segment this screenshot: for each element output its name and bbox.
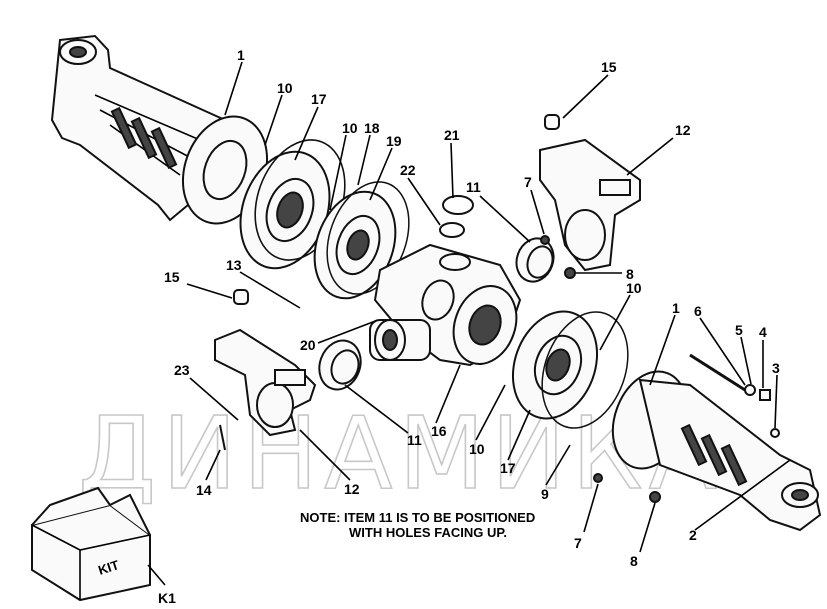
- callout-19: 19: [386, 133, 402, 149]
- mounting-bracket-12-upper: [539, 138, 641, 272]
- washer-3: [770, 428, 780, 438]
- seal-21: [442, 195, 474, 215]
- note-line-2: WITH HOLES FACING UP.: [349, 525, 507, 540]
- callout-15: 15: [164, 269, 180, 285]
- kit-box-label: KIT: [96, 557, 121, 578]
- nut-8-upper: [564, 267, 576, 279]
- kit-box: KIT: [31, 486, 151, 602]
- callout-12: 12: [344, 481, 360, 497]
- callout-16: 16: [431, 423, 447, 439]
- callout-18: 18: [364, 120, 380, 136]
- bolt-15-lower: [233, 289, 249, 305]
- callout-15: 15: [601, 59, 617, 75]
- callout-20: 20: [300, 337, 316, 353]
- stud-6: [689, 353, 746, 392]
- ring-gear-10-lower: [511, 310, 599, 420]
- callout-1: 1: [672, 300, 680, 316]
- washer-5: [744, 384, 756, 396]
- callout-12: 12: [675, 122, 691, 138]
- callout-9: 9: [541, 486, 549, 502]
- callout-17: 17: [311, 91, 327, 107]
- callout-6: 6: [694, 303, 702, 319]
- callout-3: 3: [772, 360, 780, 376]
- callout-23: 23: [174, 362, 190, 378]
- nut-8-lower: [649, 491, 661, 503]
- callout-k1: K1: [158, 590, 176, 606]
- axle-housing-left: [50, 34, 269, 225]
- bearing-11-lower: [318, 339, 362, 391]
- watermark-text: ДИНАМИКА: [78, 395, 723, 512]
- o-ring-10-lower: [541, 311, 629, 429]
- pin-14: [219, 424, 226, 451]
- callout-11: 11: [466, 179, 481, 195]
- callout-13: 13: [226, 257, 242, 273]
- note-line-1: NOTE: ITEM 11 IS TO BE POSITIONED: [300, 510, 535, 525]
- callout-22: 22: [400, 162, 416, 178]
- nut-7-upper: [540, 235, 550, 245]
- nut-7-lower: [593, 473, 603, 483]
- callout-labels: 1 10 17 10 18 19 21 22 11 7 15 12 8 15 1…: [164, 47, 780, 569]
- center-housing-16: [369, 243, 522, 367]
- callout-10: 10: [342, 120, 358, 136]
- callout-10: 10: [277, 80, 293, 96]
- seal-22: [439, 222, 465, 238]
- kit-leader: [147, 564, 166, 586]
- callout-14: 14: [196, 482, 212, 498]
- o-ring-10-upper: [326, 181, 410, 295]
- bearing-11-upper: [515, 237, 555, 283]
- callout-10: 10: [469, 441, 485, 457]
- callout-7: 7: [574, 535, 582, 551]
- callout-7: 7: [524, 174, 532, 190]
- leader-lines: [186, 61, 791, 553]
- callout-11: 11: [407, 432, 422, 448]
- callout-2: 2: [689, 527, 697, 543]
- callout-1: 1: [237, 47, 245, 63]
- callout-8: 8: [630, 553, 638, 569]
- callout-5: 5: [735, 322, 743, 338]
- callout-17: 17: [500, 460, 516, 476]
- callout-4: 4: [759, 324, 767, 340]
- callout-8: 8: [626, 266, 634, 282]
- callout-10: 10: [626, 280, 642, 296]
- nut-4: [759, 389, 771, 401]
- callout-21: 21: [444, 127, 460, 143]
- mounting-bracket-12-lower: [214, 328, 317, 437]
- bolt-15-upper: [544, 114, 560, 130]
- axle-housing-right: [611, 370, 822, 532]
